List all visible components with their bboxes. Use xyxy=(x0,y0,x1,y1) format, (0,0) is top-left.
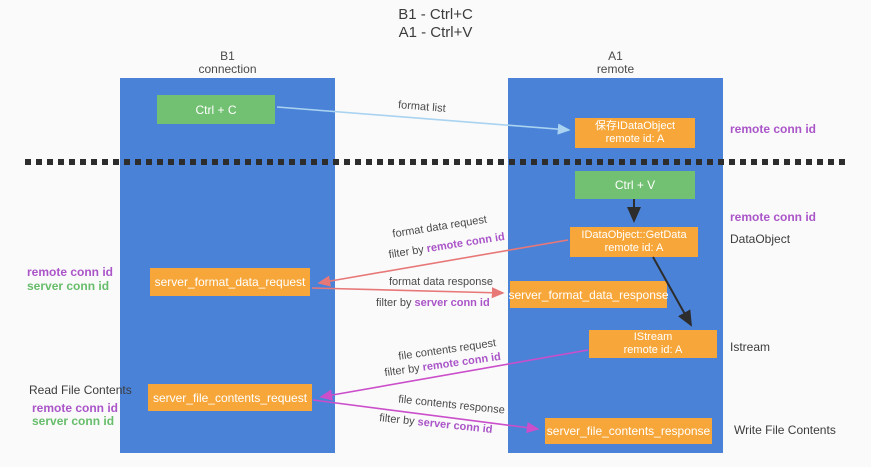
node-ctrl-v-label: Ctrl + V xyxy=(614,178,656,192)
filter-by-text: filter by xyxy=(376,297,415,309)
node-server-file-contents-request-label: server_file_contents_request xyxy=(152,390,308,405)
edge-label-format-data-response: format data response xyxy=(389,276,493,288)
edge-label-format-list: format list xyxy=(397,99,447,115)
side-label-remote-conn-id-1: remote conn id xyxy=(730,122,817,136)
node-server-format-data-response: server_format_data_response xyxy=(508,281,669,308)
node-save-idataobject-line2: remote id: A xyxy=(605,133,665,145)
side-label-server-conn-id-2: server conn id xyxy=(32,414,115,428)
node-server-format-data-request-label: server_format_data_request xyxy=(154,275,306,289)
node-server-file-contents-response-label: server_file_contents_response xyxy=(546,424,711,438)
filter-by-text: filter by xyxy=(387,243,428,262)
server-conn-id-text: server conn id xyxy=(414,297,490,309)
node-idataobject-getdata-line2: remote id: A xyxy=(604,242,664,254)
remote-conn-id-text: remote conn id xyxy=(425,230,506,256)
node-save-idataobject: 保存IDataObject remote id: A xyxy=(575,118,695,148)
lane-b1-role: connection xyxy=(198,62,257,76)
side-label-dataobject: DataObject xyxy=(730,232,791,246)
node-idataobject-getdata: IDataObject::GetData remote id: A xyxy=(570,227,698,257)
node-ctrl-v: Ctrl + V xyxy=(575,171,695,199)
side-label-istream: Istream xyxy=(730,340,771,354)
diagram-title: B1 - Ctrl+C A1 - Ctrl+V xyxy=(0,6,871,42)
node-server-file-contents-request: server_file_contents_request xyxy=(148,384,312,411)
edge-label-filter-server-2: filter by server conn id xyxy=(379,412,493,436)
arrow-format-data-response xyxy=(311,287,505,299)
side-label-read-file-contents: Read File Contents xyxy=(29,383,132,397)
lane-b1-name: B1 xyxy=(220,49,235,63)
lane-a1-role: remote xyxy=(596,62,635,76)
lane-a1-name: A1 xyxy=(608,49,623,63)
side-label-remote-conn-id-2: remote conn id xyxy=(730,210,817,224)
node-save-idataobject-line1: 保存IDataObject xyxy=(594,120,676,132)
filter-by-text: filter by xyxy=(378,412,419,429)
side-label-remote-conn-id-4: remote conn id xyxy=(32,401,119,415)
title-line-1: B1 - Ctrl+C xyxy=(398,6,473,23)
node-istream-line1: IStream xyxy=(633,331,673,343)
node-server-file-contents-response: server_file_contents_response xyxy=(545,418,712,444)
lane-header-a1: A1 remote xyxy=(508,50,723,76)
side-label-remote-conn-id-3: remote conn id xyxy=(27,265,114,279)
node-server-format-data-request: server_format_data_request xyxy=(150,268,310,296)
side-label-write-file-contents: Write File Contents xyxy=(734,423,836,437)
node-idataobject-getdata-line1: IDataObject::GetData xyxy=(581,229,687,241)
title-line-2: A1 - Ctrl+V xyxy=(398,24,473,41)
separator-dashed-line xyxy=(25,159,847,165)
filter-by-text: filter by xyxy=(383,361,424,380)
edge-label-file-contents-response: file contents response xyxy=(397,393,506,417)
edge-label-filter-server-1: filter by server conn id xyxy=(376,297,490,309)
server-conn-id-text: server conn id xyxy=(416,416,494,436)
node-ctrl-c-label: Ctrl + C xyxy=(195,102,237,117)
node-server-format-data-response-label: server_format_data_response xyxy=(508,287,669,302)
node-istream-line2: remote id: A xyxy=(623,344,683,356)
side-label-server-conn-id-1: server conn id xyxy=(27,279,110,293)
lane-header-b1: B1 connection xyxy=(120,50,335,76)
node-istream: IStream remote id: A xyxy=(589,330,717,358)
node-ctrl-c: Ctrl + C xyxy=(157,95,275,124)
